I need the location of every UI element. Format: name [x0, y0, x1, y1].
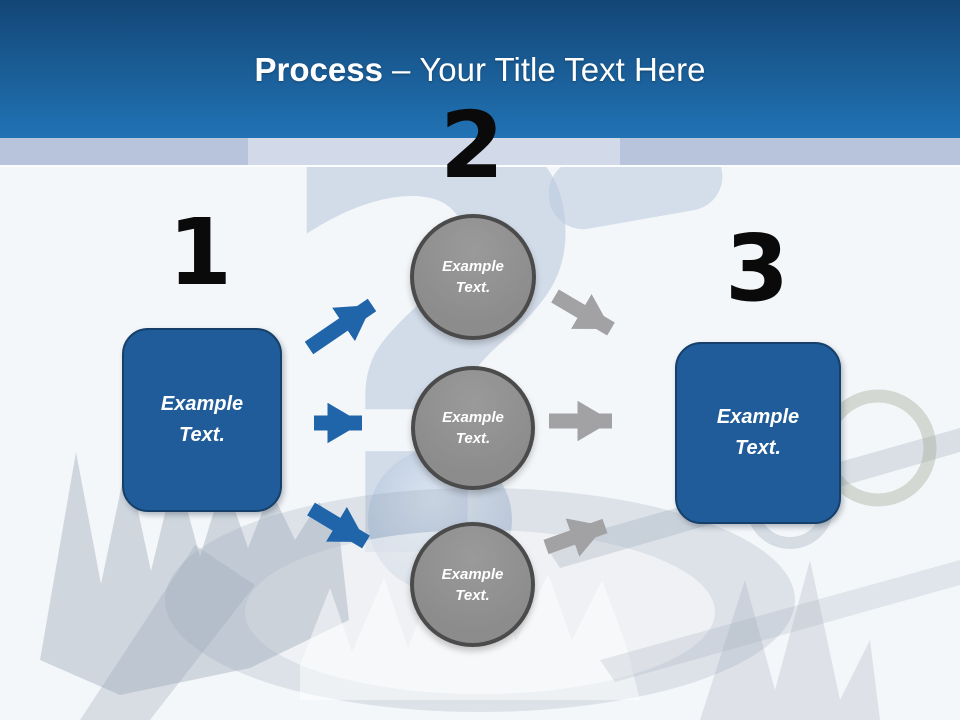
accent-band [0, 138, 960, 167]
gray-arrow-1 [551, 289, 615, 336]
title-dash: – [391, 51, 411, 88]
process-circle-3-label: Example Text. [441, 565, 504, 604]
process-circle-2: Example Text. [411, 366, 535, 490]
step-1-box-label: Example Text. [160, 393, 244, 446]
title-bar: Process – Your Title Text Here [0, 0, 960, 138]
slide-title: Process – Your Title Text Here [0, 51, 960, 88]
step-1-number: 1 [167, 199, 232, 306]
process-circle-3: Example Text. [410, 522, 535, 647]
process-circle-1-label: Example Text. [442, 258, 504, 296]
step-3-number: 3 [724, 215, 789, 322]
process-circle-2-label: Example Text. [442, 409, 504, 447]
step-3-box-label: Example Text. [716, 406, 800, 459]
title-lead: Process [254, 51, 383, 88]
step-2-number: 2 [439, 92, 504, 199]
step-1-box: Example Text. [122, 328, 282, 512]
gray-arrow-3 [543, 518, 608, 557]
band-highlight [248, 138, 620, 165]
blue-arrow-1 [304, 298, 377, 355]
title-rest: Your Title Text Here [419, 51, 706, 88]
step-3-box: Example Text. [675, 342, 841, 524]
blue-arrow-3 [307, 502, 370, 549]
process-circle-1: Example Text. [410, 214, 536, 340]
